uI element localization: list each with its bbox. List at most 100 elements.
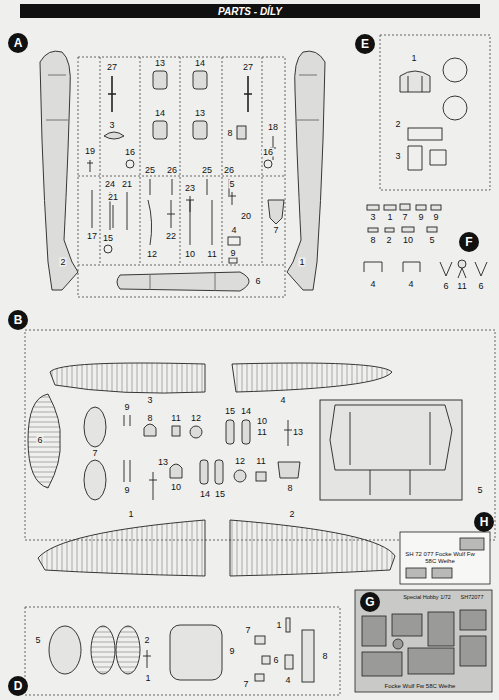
callout-number: 8	[321, 652, 328, 661]
part-outline	[232, 363, 392, 392]
mask-card	[400, 532, 490, 584]
part-outline	[242, 420, 250, 444]
part-outline	[180, 57, 181, 265]
callout-number: 4	[284, 676, 291, 685]
callout-number: 9	[432, 213, 439, 222]
title-text: PARTS - DÍLY	[218, 6, 282, 17]
callout-number: 16	[262, 148, 274, 157]
callout-number: 23	[184, 184, 196, 193]
part-outline	[78, 265, 285, 266]
callout-number: 11	[456, 282, 467, 291]
kit-marking: SH72077	[460, 595, 485, 601]
callout-number: 1	[386, 213, 393, 222]
sprue-letter: A	[14, 37, 23, 49]
part-outline	[264, 160, 272, 168]
part-outline	[167, 200, 175, 228]
callout-number: 2	[394, 120, 401, 129]
part-outline	[244, 76, 252, 112]
part-outline	[362, 652, 402, 676]
callout-number: 13	[292, 428, 304, 437]
callout-number: 10	[184, 250, 196, 259]
callout-number: 26	[223, 166, 235, 175]
part-outline	[234, 470, 246, 482]
part-outline	[431, 205, 441, 210]
part-outline	[84, 460, 106, 500]
part-outline	[330, 405, 452, 470]
part-outline	[416, 205, 426, 210]
part-outline	[385, 228, 394, 232]
part-outline	[126, 160, 134, 168]
callout-number: 4	[407, 280, 414, 289]
part-outline	[320, 400, 462, 500]
part-outline	[222, 57, 223, 265]
callout-number: 2	[385, 236, 392, 245]
part-outline	[100, 57, 101, 265]
part-outline	[150, 179, 229, 195]
photo-etch-fret	[355, 590, 492, 692]
part-outline	[458, 260, 466, 268]
callout-number: 7	[242, 680, 249, 689]
callout-number: 3	[369, 213, 376, 222]
callout-number: 12	[190, 414, 202, 423]
part-outline	[92, 190, 93, 228]
part-outline	[190, 426, 202, 438]
part-outline	[460, 610, 486, 630]
kit-marking: Focke Wulf Fw 58C Weihe	[384, 683, 457, 689]
part-outline	[116, 626, 140, 674]
callout-number: 2	[59, 258, 66, 267]
callout-number: 5	[428, 236, 435, 245]
part-outline	[402, 227, 414, 232]
callout-number: 15	[224, 407, 236, 416]
callout-number: 7	[244, 626, 251, 635]
part-outline	[262, 656, 270, 664]
callout-number: 1	[127, 510, 134, 519]
callout-number: 3	[108, 121, 115, 130]
callout-number: 8	[286, 484, 293, 493]
part-outline	[460, 538, 484, 550]
callout-number: 22	[165, 232, 177, 241]
callout-number: 6	[442, 282, 449, 291]
sprue-letter-circle: F	[459, 232, 479, 252]
part-outline	[297, 75, 319, 120]
part-outline	[367, 205, 379, 210]
callout-number: 4	[230, 226, 237, 235]
part-outline	[228, 192, 236, 205]
part-outline	[287, 51, 325, 290]
callout-number: 4	[279, 396, 286, 405]
sprue-a	[40, 51, 325, 297]
part-outline	[287, 51, 325, 290]
callout-number: 2	[288, 510, 295, 519]
sprue-letter: G	[365, 596, 374, 608]
callout-number: 6	[254, 277, 261, 286]
callout-number: 8	[146, 414, 153, 423]
callout-number: 9	[123, 403, 130, 412]
callout-number: 12	[234, 457, 246, 466]
callout-number: 8	[226, 129, 233, 138]
callout-number: 11	[170, 414, 181, 423]
kit-marking: Special Hobby 1/72	[402, 595, 452, 601]
callout-number: 9	[123, 486, 130, 495]
part-outline	[443, 58, 467, 82]
callout-number: 12	[146, 250, 158, 259]
part-outline	[25, 330, 495, 540]
callout-number: 27	[106, 63, 118, 72]
callout-number: 7	[91, 449, 98, 458]
part-outline	[384, 205, 396, 210]
part-outline	[140, 57, 141, 265]
callout-number: 25	[201, 166, 213, 175]
sprue-letter-circle: D	[8, 676, 28, 696]
part-outline	[237, 126, 246, 139]
callout-number: 9	[229, 249, 236, 258]
callout-number: 4	[369, 280, 376, 289]
part-outline	[40, 51, 78, 290]
part-outline	[443, 96, 467, 120]
part-outline	[124, 415, 300, 500]
callout-number: 21	[107, 193, 119, 202]
callout-number: 14	[240, 407, 252, 416]
sprue-letter: F	[465, 236, 472, 248]
callout-number: 13	[157, 458, 169, 467]
callout-number: 7	[272, 226, 279, 235]
callout-number: 3	[394, 152, 401, 161]
sprue-letter-circle: G	[360, 592, 380, 612]
part-outline	[262, 57, 263, 265]
